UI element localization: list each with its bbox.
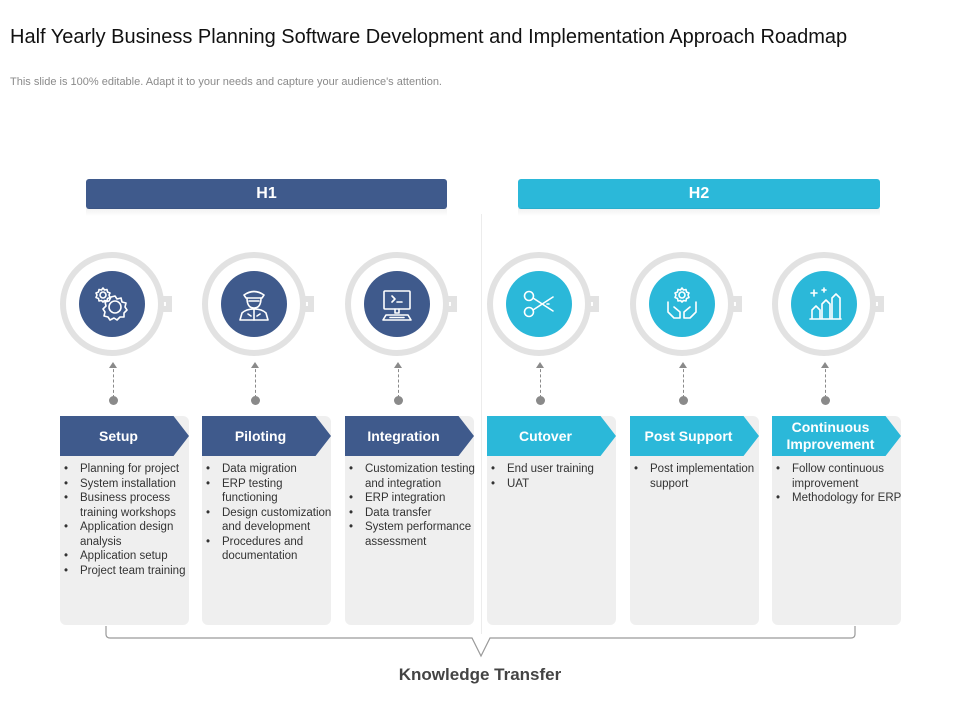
icon-ring xyxy=(487,252,591,356)
phase-h2-bar: H2 xyxy=(518,179,880,209)
stage-post-support: Post Support Post implementation support xyxy=(630,0,760,720)
stage-label: Piloting xyxy=(202,416,331,456)
stage-label: Cutover xyxy=(487,416,616,456)
stage-bullets: Data migration ERP testing functioning D… xyxy=(206,462,334,564)
stage-label: Integration xyxy=(345,416,474,456)
bullet-item: Business process training workshops xyxy=(64,491,192,520)
connector-dot xyxy=(821,396,830,405)
connector-line xyxy=(255,364,256,398)
bullet-item: Application setup xyxy=(64,549,192,564)
growth-chart-icon xyxy=(791,271,857,337)
icon-ring xyxy=(772,252,876,356)
bullet-item: Procedures and documentation xyxy=(206,535,334,564)
phase-h1-bar: H1 xyxy=(86,179,447,209)
stage-label: Setup xyxy=(60,416,189,456)
stage-label: Post Support xyxy=(630,416,759,456)
bullet-item: Planning for project xyxy=(64,462,192,477)
scissors-icon xyxy=(506,271,572,337)
connector-line xyxy=(683,364,684,398)
stage-continuous-improvement: Continuous Improvement Follow continuous… xyxy=(772,0,902,720)
connector-line xyxy=(113,364,114,398)
connector-line xyxy=(540,364,541,398)
bullet-item: End user training xyxy=(491,462,619,477)
icon-ring xyxy=(630,252,734,356)
bullet-item: Customization testing and integration xyxy=(349,462,477,491)
bullet-item: System performance assessment xyxy=(349,520,477,549)
stage-bullets: Customization testing and integration ER… xyxy=(349,462,477,549)
stage-bullets: End user training UAT xyxy=(491,462,619,491)
connector-dot xyxy=(394,396,403,405)
bullet-item: Post implementation support xyxy=(634,462,762,491)
connector-dot xyxy=(109,396,118,405)
page-title: Half Yearly Business Planning Software D… xyxy=(10,26,848,48)
page-subtitle: This slide is 100% editable. Adapt it to… xyxy=(10,76,442,88)
connector-line xyxy=(398,364,399,398)
connector-line xyxy=(825,364,826,398)
bullet-item: Data migration xyxy=(206,462,334,477)
stage-piloting: Piloting Data migration ERP testing func… xyxy=(202,0,332,720)
icon-ring xyxy=(345,252,449,356)
stage-integration: Integration Customization testing and in… xyxy=(345,0,475,720)
stage-cutover: Cutover End user training UAT xyxy=(487,0,617,720)
connector-dot xyxy=(679,396,688,405)
bullet-item: System installation xyxy=(64,477,192,492)
stage-bullets: Follow continuous improvement Methodolog… xyxy=(776,462,904,506)
bullet-item: Methodology for ERP xyxy=(776,491,904,506)
bullet-item: Data transfer xyxy=(349,506,477,521)
stage-setup: Setup Planning for project System instal… xyxy=(60,0,190,720)
knowledge-transfer-label: Knowledge Transfer xyxy=(398,665,562,684)
gears-icon xyxy=(79,271,145,337)
connector-dot xyxy=(251,396,260,405)
bullet-item: ERP testing functioning xyxy=(206,477,334,506)
hands-gear-icon xyxy=(649,271,715,337)
knowledge-transfer-brace xyxy=(105,626,856,658)
bullet-item: Project team training xyxy=(64,564,192,579)
bullet-item: Application design analysis xyxy=(64,520,192,549)
phase-divider xyxy=(481,214,482,634)
pilot-icon xyxy=(221,271,287,337)
bullet-item: UAT xyxy=(491,477,619,492)
icon-ring xyxy=(202,252,306,356)
phase-h2-shadow xyxy=(518,208,880,216)
connector-dot xyxy=(536,396,545,405)
bullet-item: Follow continuous improvement xyxy=(776,462,904,491)
bullet-item: Design customization and development xyxy=(206,506,334,535)
bullet-item: ERP integration xyxy=(349,491,477,506)
phase-h1-shadow xyxy=(86,208,447,216)
icon-ring xyxy=(60,252,164,356)
computer-icon xyxy=(364,271,430,337)
stage-bullets: Planning for project System installation… xyxy=(64,462,192,578)
stage-label: Continuous Improvement xyxy=(772,416,901,456)
stage-bullets: Post implementation support xyxy=(634,462,762,491)
